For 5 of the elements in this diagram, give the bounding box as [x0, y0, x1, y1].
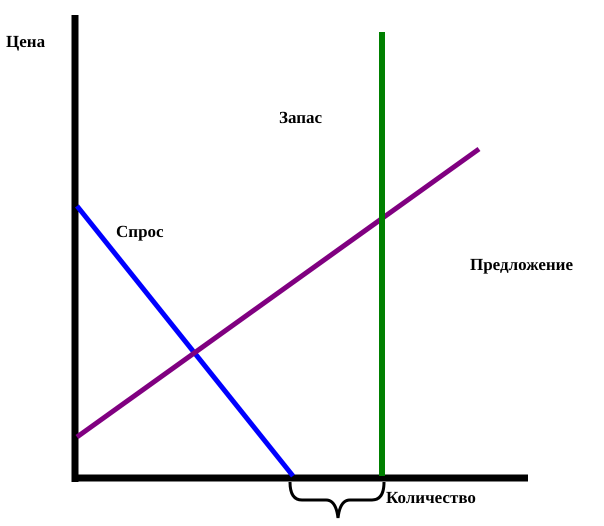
curve-label: Запас [279, 108, 322, 128]
curve-label: Спрос [116, 222, 164, 242]
curve-label: Предложение [470, 255, 573, 275]
axis-label: Цена [6, 32, 46, 52]
axis-label: Количество [386, 488, 476, 508]
